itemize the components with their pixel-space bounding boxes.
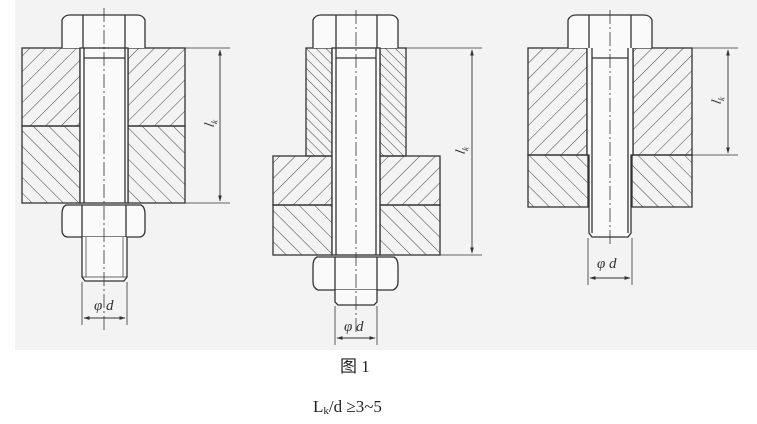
mid-lower-plate-right: [379, 204, 441, 256]
formula-lhs-subscript: k: [323, 405, 329, 417]
sleeve-left: [305, 47, 333, 157]
thread-end: [81, 237, 128, 282]
lk-label-left: lk: [203, 117, 220, 129]
right-upper-plate-right: [632, 47, 693, 156]
lower-plate-left: [21, 125, 81, 204]
clamp-ratio-formula: Lk/d ≥3~5: [313, 397, 382, 417]
formula-lhs-main: L: [313, 397, 324, 416]
formula-rhs: /d ≥3~5: [328, 397, 382, 416]
right-lower-plate-right: [631, 154, 693, 208]
d-label-left: φ d: [94, 298, 114, 314]
bolt-head: [312, 14, 399, 48]
bolt-head: [61, 14, 146, 48]
panel-tap-bolt: [527, 10, 738, 285]
mid-upper-plate-right: [379, 155, 441, 206]
upper-plate-left: [21, 47, 81, 127]
d-label-right: φ d: [597, 256, 617, 272]
right-upper-plate-left: [527, 47, 588, 156]
nut: [312, 256, 399, 291]
lk-label-right: lk: [710, 94, 727, 106]
sleeve-right: [379, 47, 407, 157]
mid-upper-plate-left: [272, 155, 333, 206]
figure-caption: 图 1: [340, 357, 370, 376]
d-label-middle: φ d: [344, 319, 364, 335]
lk-label-middle: lk: [454, 144, 471, 156]
panel-through-bolt: [21, 8, 230, 330]
nut: [61, 204, 146, 238]
lower-plate-right: [127, 125, 186, 204]
panel-sleeve-bolt: [272, 10, 482, 345]
mid-lower-plate-left: [272, 204, 333, 256]
right-lower-plate-left: [527, 154, 589, 208]
upper-plate-right: [127, 47, 186, 127]
